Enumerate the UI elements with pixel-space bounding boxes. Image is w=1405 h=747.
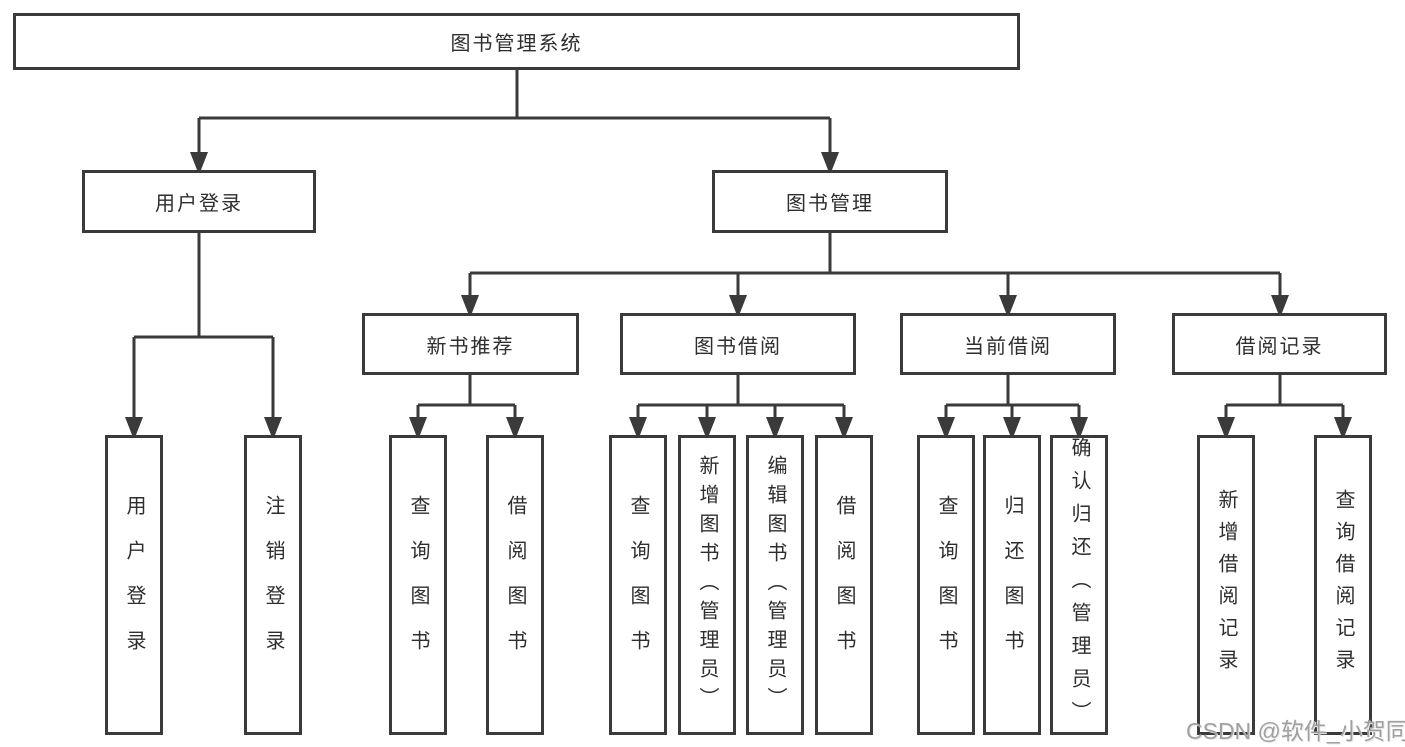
arrow-down-icon — [1003, 417, 1021, 440]
connector-borrowing-records — [1217, 375, 1352, 440]
leaf-edit-book-admin: 编辑图书（管理员） — [746, 435, 804, 735]
leaf-label: 查询图书 — [407, 495, 429, 675]
arrow-down-icon — [698, 417, 716, 440]
leaf-label: 借阅图书 — [833, 495, 855, 675]
leaf-logout: 注销登录 — [244, 435, 302, 735]
connector-book-management — [461, 233, 1289, 318]
arrow-down-icon — [766, 417, 784, 440]
leaf-query-books: 查询图书 — [389, 435, 447, 735]
leaf-label: 归还图书 — [1001, 495, 1023, 675]
leaf-query-books-2: 查询图书 — [609, 435, 667, 735]
leaf-label: 注销登录 — [262, 495, 284, 675]
arrow-down-icon — [821, 152, 839, 175]
leaf-user-login: 用户登录 — [105, 435, 163, 735]
leaf-label: 编辑图书（管理员） — [764, 454, 786, 716]
node-borrowing-records: 借阅记录 — [1172, 313, 1387, 375]
arrow-down-icon — [629, 417, 647, 440]
connector-book-borrowing — [629, 375, 853, 440]
node-user-login: 用户登录 — [82, 170, 316, 233]
leaf-label: 用户登录 — [123, 495, 145, 675]
arrow-down-icon — [937, 417, 955, 440]
arrow-down-icon — [190, 152, 208, 175]
leaf-label: 借阅图书 — [504, 495, 526, 675]
leaf-return-book: 归还图书 — [983, 435, 1041, 735]
arrow-down-icon — [1217, 417, 1235, 440]
leaf-add-borrow-record: 新增借阅记录 — [1197, 435, 1255, 735]
leaf-label: 确认归还（管理员） — [1068, 436, 1090, 734]
leaf-label: 新增借阅记录 — [1215, 489, 1237, 681]
arrow-down-icon — [999, 295, 1017, 318]
arrow-down-icon — [125, 417, 143, 440]
leaf-label: 新增图书（管理员） — [696, 454, 718, 716]
arrow-down-icon — [461, 295, 479, 318]
arrow-down-icon — [409, 417, 427, 440]
node-book-management: 图书管理 — [712, 170, 948, 233]
arrow-down-icon — [1271, 295, 1289, 318]
arrow-down-icon — [264, 417, 282, 440]
node-current-borrowing: 当前借阅 — [900, 313, 1116, 375]
connector-new-book-recommend — [409, 375, 524, 440]
connector-current-borrowing — [937, 375, 1088, 440]
leaf-query-books-3: 查询图书 — [917, 435, 975, 735]
leaf-label: 查询借阅记录 — [1332, 489, 1354, 681]
connector-root — [190, 70, 839, 175]
leaf-label: 查询图书 — [935, 495, 957, 675]
csdn-watermark: CSDN @软件_小贺同学 — [1186, 718, 1405, 744]
leaf-query-borrow-record: 查询借阅记录 — [1314, 435, 1372, 735]
leaf-label: 查询图书 — [627, 495, 649, 675]
arrow-down-icon — [1070, 417, 1088, 440]
leaf-add-book-admin: 新增图书（管理员） — [678, 435, 736, 735]
leaf-borrow-books-2: 借阅图书 — [815, 435, 873, 735]
node-book-borrowing: 图书借阅 — [620, 313, 856, 375]
node-new-book-recommend: 新书推荐 — [362, 313, 579, 375]
node-root-library-system: 图书管理系统 — [13, 13, 1020, 70]
arrow-down-icon — [729, 295, 747, 318]
arrow-down-icon — [835, 417, 853, 440]
arrow-down-icon — [1334, 417, 1352, 440]
connector-user-login — [125, 233, 282, 440]
leaf-confirm-return-admin: 确认归还（管理员） — [1050, 435, 1108, 735]
leaf-borrow-books: 借阅图书 — [486, 435, 544, 735]
arrow-down-icon — [506, 417, 524, 440]
